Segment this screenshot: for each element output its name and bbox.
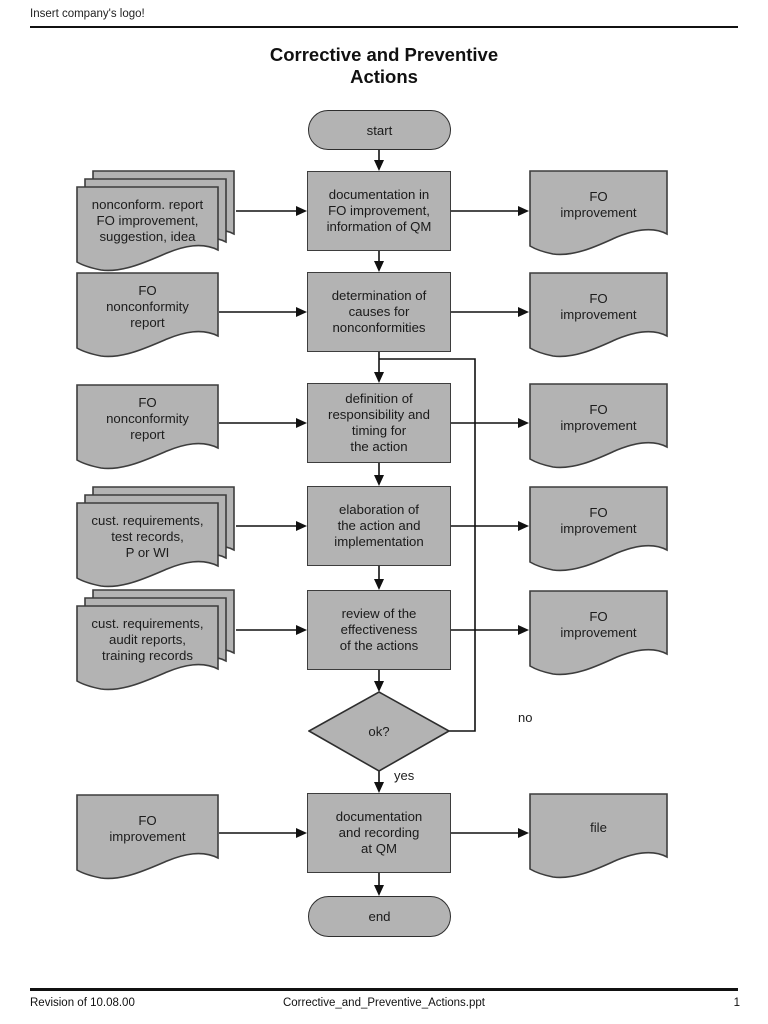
process-box-3: definition of responsibility and timing … [307,383,451,463]
input-doc-6-label: FO improvement [109,813,186,844]
document-shape [529,272,668,358]
output-doc-3-label: FO improvement [560,402,637,433]
arrow-output4 [451,521,529,531]
input-doc-4-label: cust. requirements, test records, P or W… [91,513,204,560]
process-box-1: documentation in FO improvement, informa… [307,171,451,251]
start-node: start [308,110,451,150]
process-box-4: elaboration of the action and implementa… [307,486,451,566]
document-shape [76,794,219,880]
document-shape [76,384,219,470]
output-doc-4-label: FO improvement [560,505,637,536]
arrow-p6-to-end [374,873,384,896]
document-shape [529,486,668,572]
footer-filename: Corrective_and_Preventive_Actions.ppt [282,997,485,1009]
arrow-output2 [451,307,529,317]
arrow-p2-to-p3 [374,352,384,383]
arrow-output6 [451,828,529,838]
document-shape [529,793,668,879]
arrow-p1-to-p2 [374,251,384,272]
document-shape [529,170,668,256]
yes-label: yes [394,768,415,783]
page-title: Corrective and Preventive Actions [269,44,499,87]
arrow-output3 [451,418,529,428]
input-doc-3-label: FO nonconformity report [106,395,189,442]
arrow-input3 [219,418,307,428]
arrow-output1 [451,206,529,216]
arrow-output5 [451,625,529,635]
arrow-p4-to-p5 [374,566,384,590]
input-doc-2-label: FO nonconformity report [106,283,189,330]
arrow-start-to-p1 [374,150,384,171]
input-doc-5-label: cust. requirements, audit reports, train… [91,616,204,663]
process-box-2: determination of causes for nonconformit… [307,272,451,352]
decision-label: ok? [368,723,390,739]
footer-revision: Revision of 10.08.00 [30,997,135,1009]
output-doc-2-label: FO improvement [560,291,637,322]
process-box-5: review of the effectiveness of the actio… [307,590,451,670]
output-doc-6-label: file [590,820,607,835]
output-doc-5-label: FO improvement [560,609,637,640]
input-doc-1-label: nonconform. report FO improvement, sugge… [91,197,204,244]
footer-page-number: 1 [733,997,740,1009]
logo-placeholder-text: Insert company's logo! [30,8,145,20]
process-box-6: documentation and recording at QM [307,793,451,873]
document-shape [76,186,219,272]
arrow-input4 [236,521,307,531]
start-label: start [366,122,393,138]
arrow-input5 [236,625,307,635]
arrow-input2 [219,307,307,317]
document-shape [76,605,219,691]
document-shape [529,590,668,676]
feedback-no-loop [379,358,476,732]
document-shape [529,383,668,469]
header-rule [30,26,738,28]
document-shape [76,502,219,588]
output-doc-1-label: FO improvement [560,189,637,220]
end-node: end [308,896,451,937]
no-label: no [518,710,533,725]
footer-rule [30,988,738,991]
document-shape [76,272,219,358]
arrow-input1 [236,206,307,216]
arrow-p3-to-p4 [374,463,384,486]
decision-node [308,691,450,772]
end-label: end [368,909,391,924]
arrow-input6 [219,828,307,838]
arrow-p5-to-decision [374,670,384,692]
arrow-decision-to-p6 [374,770,384,793]
